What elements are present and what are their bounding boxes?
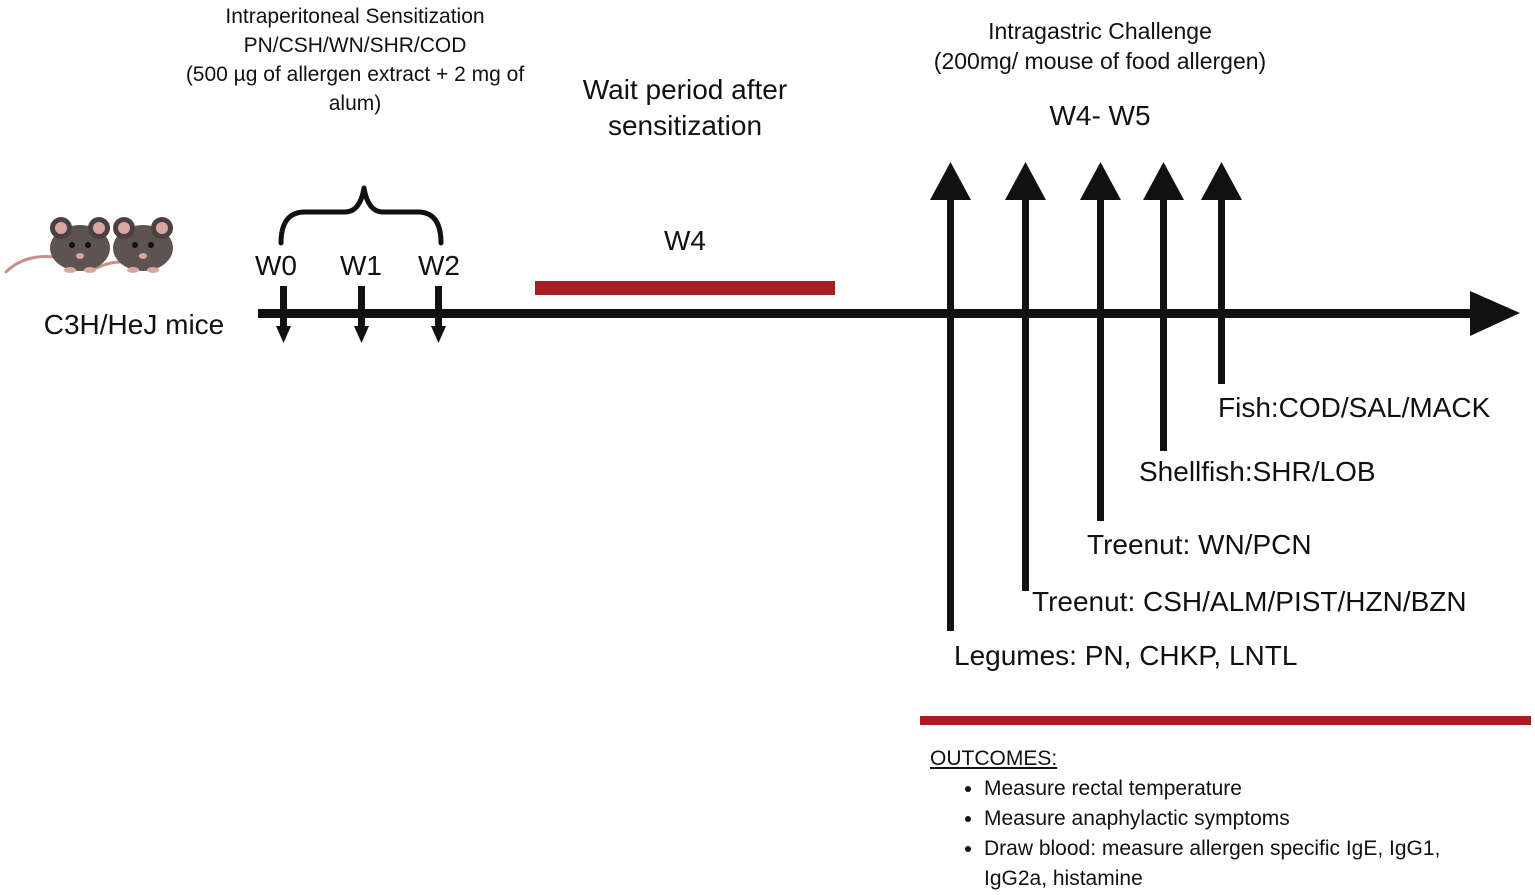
outcomes-list: Measure rectal temperature Measure anaph… (930, 774, 1530, 864)
group-label-treenut-2: Treenut: WN/PCN (1087, 529, 1312, 560)
outcomes-heading: OUTCOMES: (930, 747, 1058, 770)
group-label-fish: Fish:COD/SAL/MACK (1218, 392, 1491, 423)
outcome-item: Measure anaphylactic symptoms (984, 804, 1530, 834)
week-label-w1: W1 (340, 250, 382, 281)
wait-line-2: sensitization (607, 110, 763, 141)
timeline-arrowhead (1470, 291, 1520, 336)
challenge-arrow-shellfish (1143, 162, 1184, 451)
wait-period-bar (535, 281, 835, 295)
challenge-arrow-fish (1201, 162, 1242, 384)
challenge-arrow-legumes (930, 162, 971, 631)
sensitization-line-1: Intraperitoneal Sensitization (225, 5, 485, 28)
outcomes-panel: OUTCOMES: Measure rectal temperature Mea… (930, 744, 1530, 894)
wait-week-label: W4 (664, 225, 706, 256)
sensitization-line-3: (500 µg of allergen extract + 2 mg of (185, 63, 525, 86)
challenge-line-1: Intragastric Challenge (988, 18, 1212, 44)
wait-line-1: Wait period after (582, 74, 788, 105)
mice-strain-label: C3H/HeJ mice (43, 309, 225, 340)
sensitization-brace (278, 185, 444, 246)
mice-icon (4, 217, 173, 274)
outcome-item: Measure rectal temperature (984, 774, 1530, 804)
sensitization-line-4: alum) (328, 92, 382, 115)
outcomes-divider (920, 716, 1531, 725)
group-label-legumes: Legumes: PN, CHKP, LNTL (954, 640, 1298, 671)
group-label-treenut-1: Treenut: CSH/ALM/PIST/HZN/BZN (1032, 586, 1467, 617)
injection-arrow-w1 (354, 286, 369, 343)
challenge-arrow-treenut-1 (1005, 162, 1046, 591)
sensitization-line-2: PN/CSH/WN/SHR/COD (243, 34, 467, 57)
injection-arrow-w0 (276, 286, 291, 343)
challenge-title: Intragastric Challenge (200mg/ mouse of … (880, 16, 1320, 76)
wait-period-title: Wait period after sensitization (540, 72, 830, 144)
injection-arrow-w2 (431, 286, 446, 343)
outcome-item-continuation: IgG2a, histamine (984, 867, 1143, 890)
group-label-shellfish: Shellfish:SHR/LOB (1139, 456, 1376, 487)
challenge-line-2: (200mg/ mouse of food allergen) (933, 48, 1267, 74)
challenge-arrow-treenut-2 (1080, 162, 1121, 521)
sensitization-title: Intraperitoneal Sensitization PN/CSH/WN/… (120, 2, 590, 118)
week-label-w0: W0 (255, 250, 297, 281)
challenge-weeks-label: W4- W5 (1049, 100, 1151, 131)
week-label-w2: W2 (418, 250, 460, 281)
outcome-item: Draw blood: measure allergen specific Ig… (984, 834, 1530, 864)
timeline-axis (258, 309, 1473, 318)
